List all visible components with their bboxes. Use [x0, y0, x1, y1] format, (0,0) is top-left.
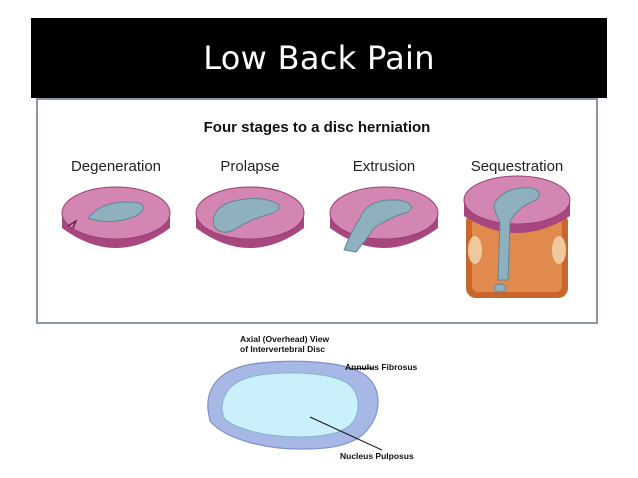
- slide-title-bar: Low Back Pain: [31, 18, 607, 98]
- annulus-fibrosus-label: Annulus Fibrosus: [345, 362, 418, 372]
- panel-heading: Four stages to a disc herniation: [203, 119, 431, 136]
- stage-illustrations: [61, 175, 571, 298]
- stage-label-extrusion: Extrusion: [352, 158, 416, 175]
- nucleus-pointer-line: [309, 416, 383, 451]
- sequestration-disc: [463, 175, 571, 298]
- stage-label-degeneration: Degeneration: [70, 158, 162, 175]
- degeneration-disc: [61, 186, 171, 248]
- prolapse-disc: [195, 186, 305, 248]
- axial-title-line2: of Intervertebral Disc: [240, 344, 326, 354]
- disc-herniation-panel: Four stages to a disc herniation Degener…: [36, 98, 598, 324]
- axial-view-title: Axial (Overhead) View of Intervertebral …: [240, 334, 329, 354]
- stage-label-sequestration: Sequestration: [470, 158, 564, 175]
- nucleus-pulposus-label: Nucleus Pulposus: [340, 451, 414, 461]
- extrusion-disc: [329, 186, 439, 253]
- nucleus-pulposus-region: [221, 372, 359, 438]
- stage-label-prolapse: Prolapse: [220, 158, 280, 175]
- axial-title-line1: Axial (Overhead) View: [240, 334, 330, 344]
- annulus-pointer-line: [349, 367, 375, 370]
- slide-title: Low Back Pain: [203, 39, 435, 77]
